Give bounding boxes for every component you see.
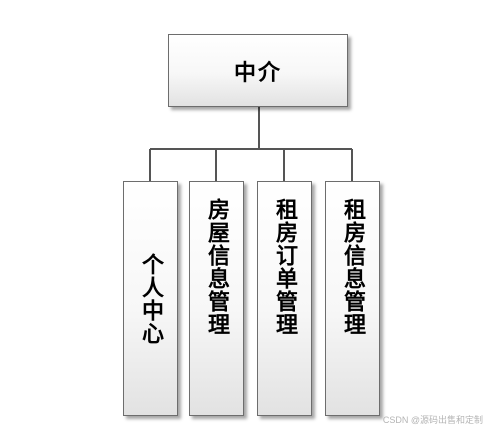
child-node-personal-center: 个人中心: [123, 181, 178, 416]
child-node-house-info-management: 房屋信息管理: [189, 181, 244, 416]
watermark-text: CSDN @源码出售和定制: [382, 415, 483, 425]
child-node-rental-info-management: 租房信息管理: [325, 181, 380, 416]
child-node-label: 个人中心: [138, 252, 163, 345]
root-node-label: 中介: [233, 60, 282, 86]
root-node: 中介: [168, 34, 348, 107]
child-node-label: 租房订单管理: [272, 198, 297, 336]
child-node-label: 租房信息管理: [340, 198, 365, 336]
child-node-label: 房屋信息管理: [204, 198, 229, 336]
child-node-rental-order-management: 租房订单管理: [257, 181, 312, 416]
